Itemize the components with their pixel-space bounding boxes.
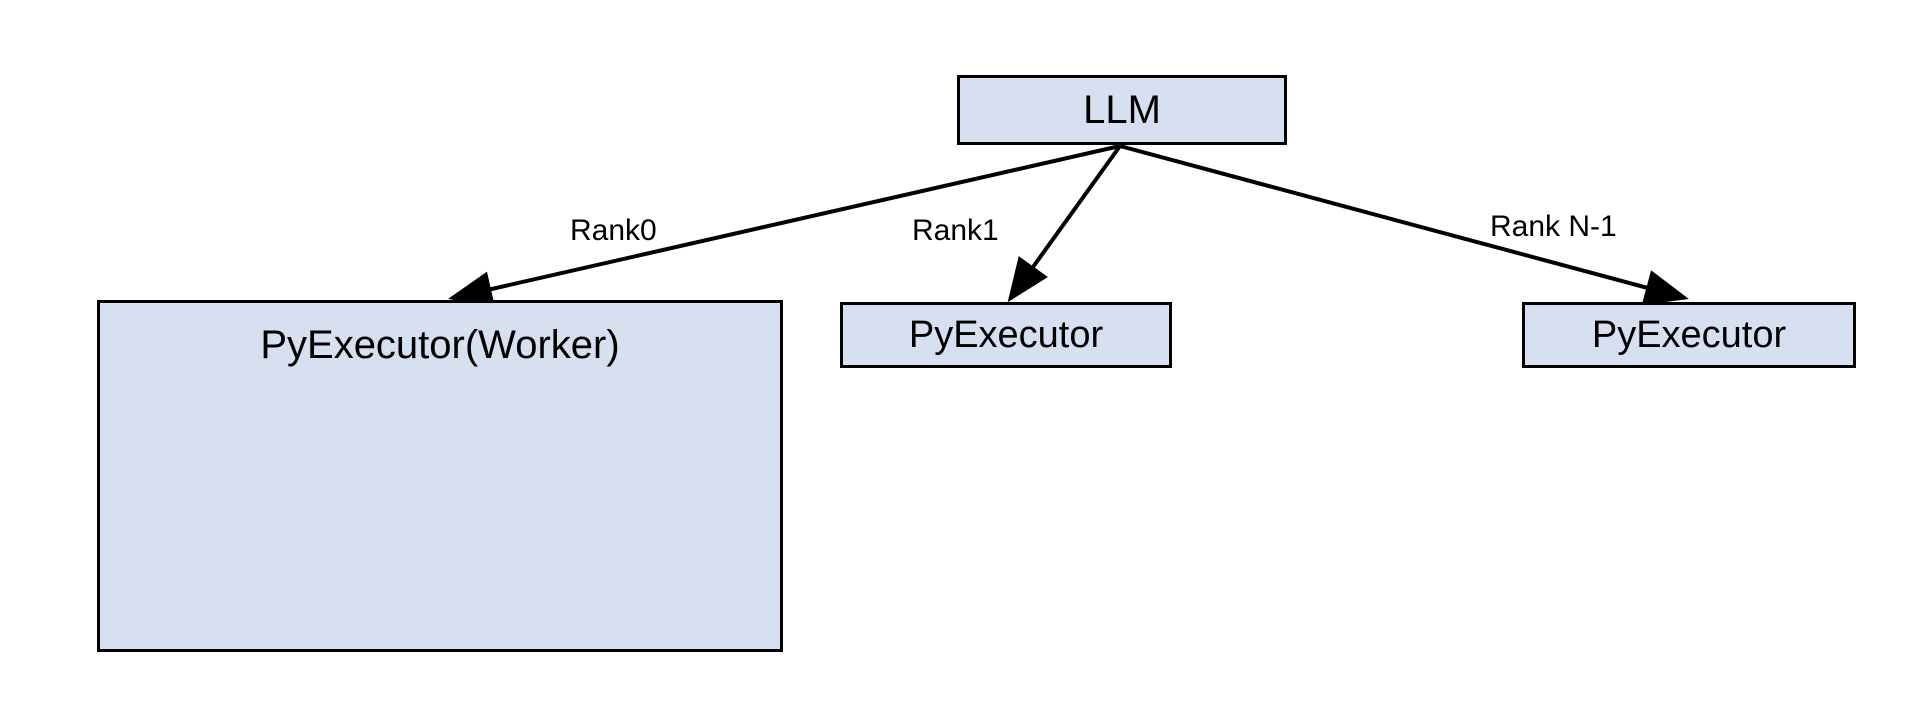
node-pyexecutor-rankn[interactable]: PyExecutor: [1522, 302, 1856, 368]
edge-label-rank1: Rank1: [912, 214, 999, 247]
edge-label-rank0: Rank0: [570, 214, 657, 247]
edge-label-rank-n-1: Rank N-1: [1490, 210, 1617, 243]
edge-llm-to-worker: [448, 144, 1121, 307]
edge-llm-to-executor-rank1: [1007, 144, 1122, 303]
node-pyexecutor-rank1[interactable]: PyExecutor: [840, 302, 1172, 368]
node-llm[interactable]: LLM: [957, 75, 1287, 145]
node-pyexecutor-worker-label: PyExecutor(Worker): [260, 323, 620, 367]
node-pyexecutor-worker[interactable]: PyExecutor(Worker) Scheduler ModelEngine…: [97, 300, 783, 652]
